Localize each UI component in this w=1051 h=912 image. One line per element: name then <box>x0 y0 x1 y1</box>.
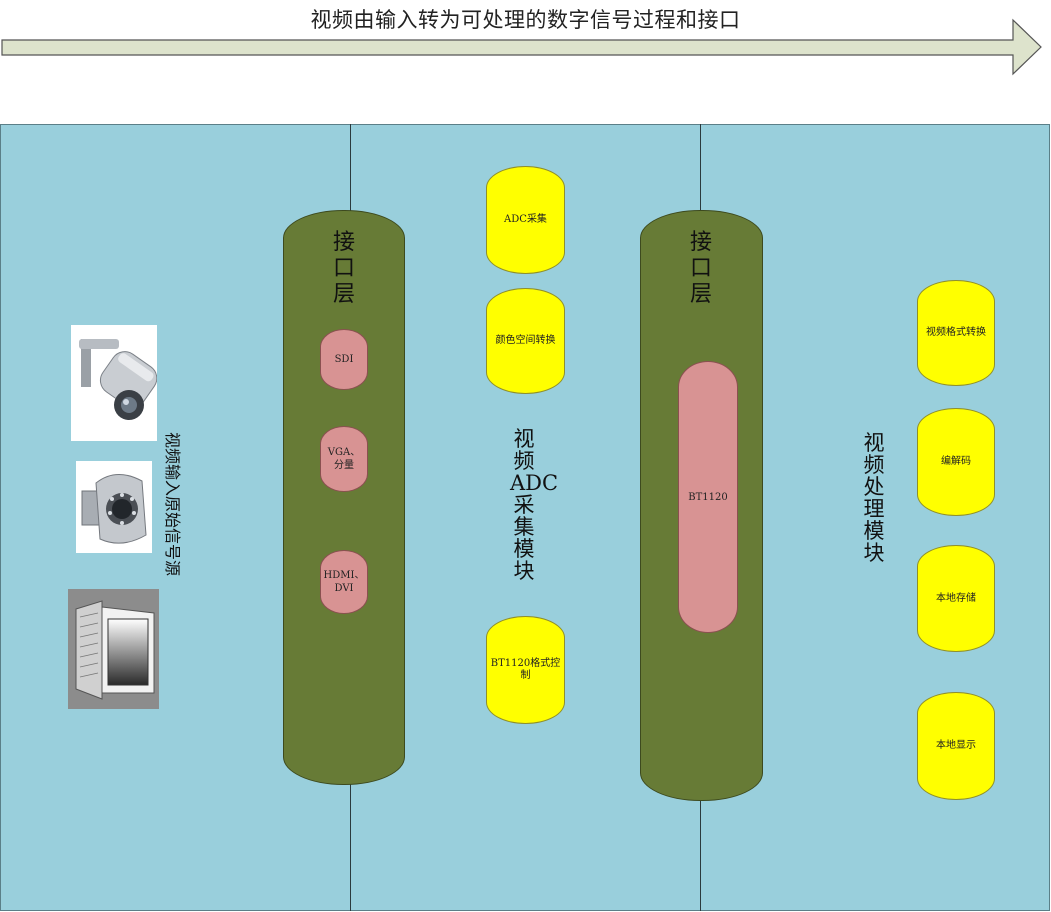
adc-step-adc: ADC采集 <box>486 166 565 274</box>
laptop-icon <box>68 589 159 709</box>
adc-step-colorspace: 颜色空间转换 <box>486 288 565 394</box>
diagram-title: 视频由输入转为可处理的数字信号过程和接口 <box>310 8 741 32</box>
adc-step-bt1120: BT1120格式控制 <box>486 616 565 724</box>
process-arrow <box>1 18 1042 76</box>
interface-layer-1-title: 接口层 <box>332 230 355 307</box>
camera-icon <box>71 325 157 441</box>
interface-item-vga: VGA、分量 <box>320 426 368 492</box>
processing-step-storage: 本地存储 <box>917 545 995 652</box>
interface-layer-2-title: 接口层 <box>689 230 712 307</box>
dome-camera-icon <box>76 461 152 553</box>
adc-module-label: 视频ADC采集模块 <box>510 427 559 583</box>
processing-module-label: 视频处理模块 <box>863 431 885 565</box>
processing-step-format: 视频格式转换 <box>917 280 995 386</box>
processing-step-codec: 编解码 <box>917 408 995 516</box>
interface-layer-1 <box>283 210 405 785</box>
interface-item-hdmi: HDMI、DVI <box>320 550 368 614</box>
interface-item-sdi: SDI <box>320 329 368 390</box>
processing-step-display: 本地显示 <box>917 692 995 800</box>
source-label: 视频输入原始信号源 <box>163 432 182 577</box>
interface-item-bt1120: BT1120 <box>678 361 738 633</box>
